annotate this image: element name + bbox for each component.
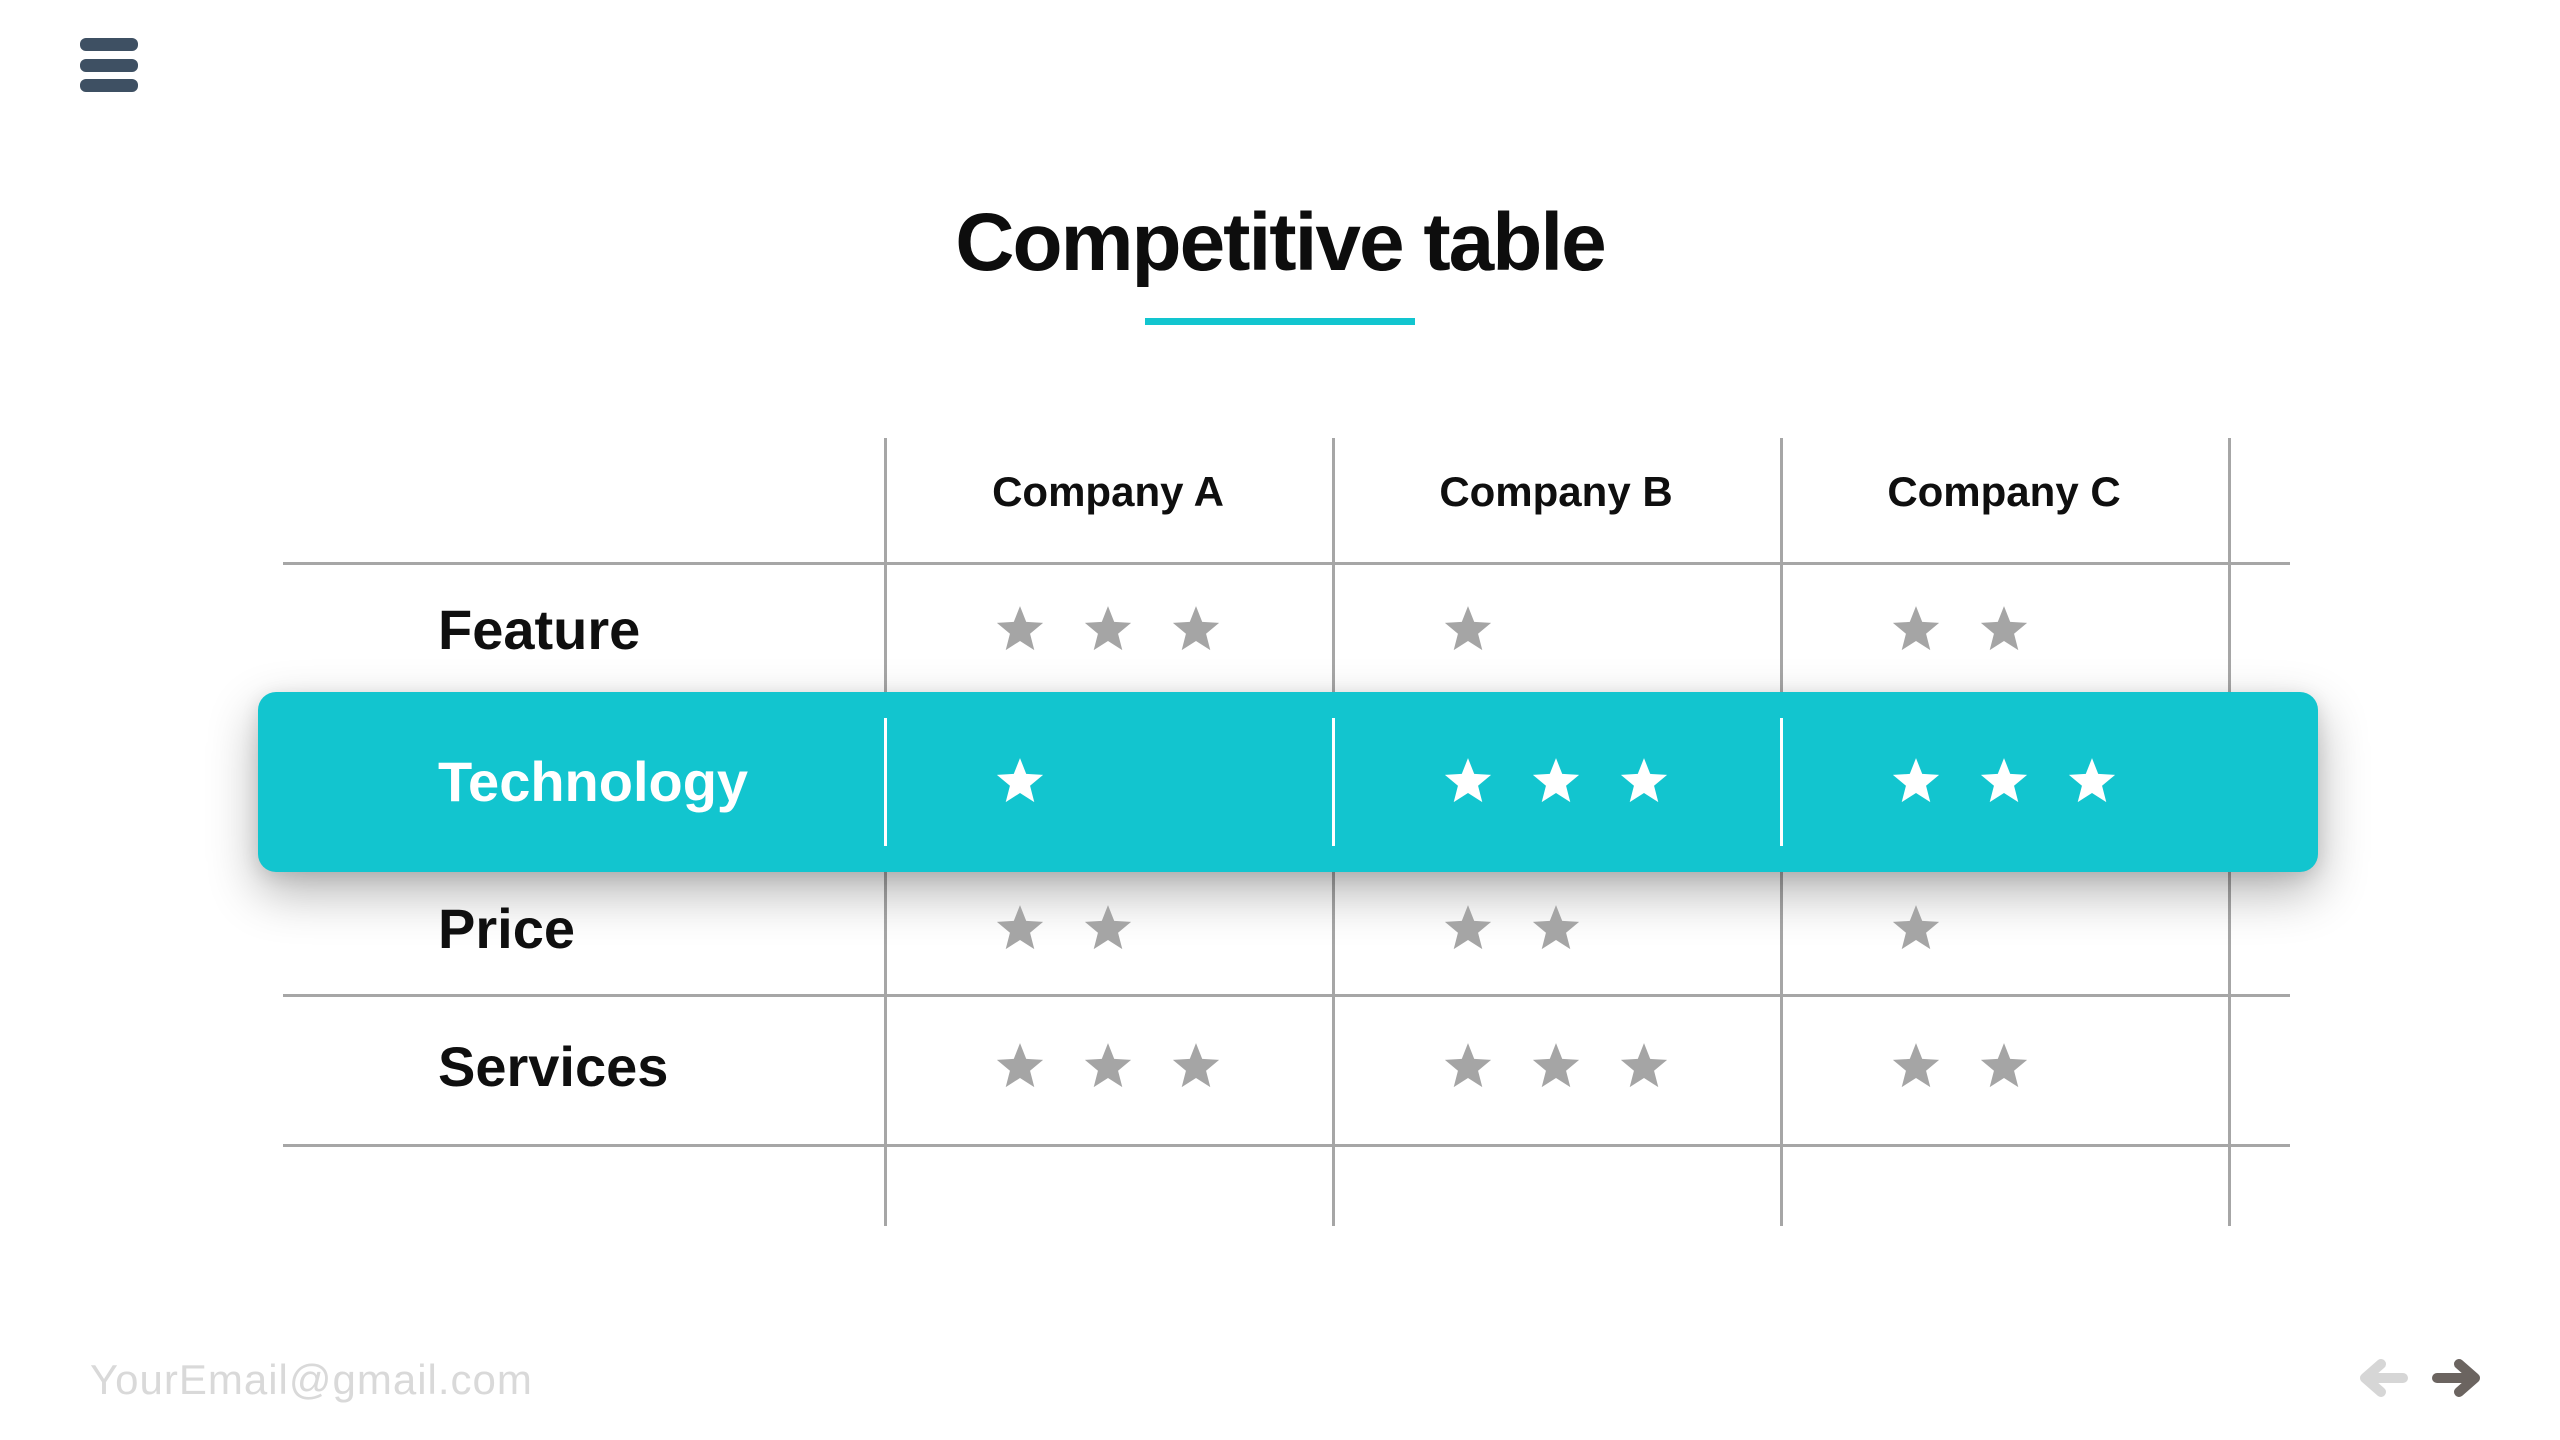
star-icon-slot [1152,1039,1240,1095]
table-grid-hline [283,994,2290,997]
star-icon [1532,905,1580,950]
star-icon-slot [1960,1039,2048,1095]
star-icon-slot [2048,754,2136,810]
empty-star-slot [2048,901,2136,957]
star-icon-slot [1064,901,1152,957]
star-icon [1892,758,1940,803]
star-icon [1980,606,2028,651]
star-icon [2068,758,2116,803]
star-icon [1084,606,1132,651]
star-icon-slot [1960,754,2048,810]
star-icon-slot [976,602,1064,658]
band-divider [1780,718,1783,846]
next-slide-button[interactable] [2432,1356,2480,1400]
empty-star-slot [1152,754,1240,810]
rating-technology-company-a [976,754,1240,810]
star-icon-slot [1872,602,1960,658]
star-icon [1444,758,1492,803]
star-icon [1532,758,1580,803]
star-icon [1980,1043,2028,1088]
star-icon [1532,1043,1580,1088]
row-label-feature: Feature [438,598,641,661]
star-icon-slot [1424,754,1512,810]
arrow-right-icon [2432,1359,2480,1397]
star-icon [1892,905,1940,950]
rating-price-company-c [1872,901,2136,957]
empty-star-slot [1600,901,1688,957]
table-grid-hline [283,1144,2290,1147]
star-icon-slot [1064,1039,1152,1095]
star-icon-slot [1152,602,1240,658]
rating-services-company-a [976,1039,1240,1095]
previous-slide-button[interactable] [2360,1356,2408,1400]
empty-star-slot [1152,901,1240,957]
star-icon-slot [1600,1039,1688,1095]
star-icon [1892,606,1940,651]
empty-star-slot [2048,1039,2136,1095]
star-icon [1980,758,2028,803]
star-icon [1444,606,1492,651]
star-icon-slot [976,901,1064,957]
hamburger-icon [80,38,138,51]
empty-star-slot [1960,901,2048,957]
arrow-left-icon [2360,1359,2408,1397]
band-divider [884,718,887,846]
star-icon-slot [976,1039,1064,1095]
hamburger-menu-button[interactable] [80,38,138,92]
highlighted-row-band [258,692,2318,872]
star-icon [1892,1043,1940,1088]
row-label-services: Services [438,1035,669,1098]
rating-feature-company-a [976,602,1240,658]
band-divider [1332,718,1335,846]
star-icon [1084,905,1132,950]
star-icon-slot [1872,754,1960,810]
empty-star-slot [1064,754,1152,810]
star-icon-slot [1872,1039,1960,1095]
row-label-technology: Technology [438,750,749,813]
rating-services-company-c [1872,1039,2136,1095]
empty-star-slot [1600,602,1688,658]
footer-email: YourEmail@gmail.com [90,1356,533,1403]
star-icon [996,606,1044,651]
title-underline [1145,318,1415,325]
star-icon [1172,606,1220,651]
star-icon-slot [1424,602,1512,658]
rating-technology-company-b [1424,754,1688,810]
empty-star-slot [1512,602,1600,658]
star-icon [1172,1043,1220,1088]
rating-feature-company-c [1872,602,2136,658]
page-title: Competitive table [955,197,1606,288]
star-icon-slot [1424,1039,1512,1095]
column-header-company-a: Company A [992,468,1224,515]
star-icon-slot [1872,901,1960,957]
star-icon-slot [1512,754,1600,810]
empty-star-slot [2048,602,2136,658]
star-icon-slot [1960,602,2048,658]
star-icon-slot [1600,754,1688,810]
table-grid-hline [283,562,2290,565]
star-icon [1620,758,1668,803]
star-icon [996,758,1044,803]
rating-services-company-b [1424,1039,1688,1095]
rating-price-company-b [1424,901,1688,957]
star-icon [1620,1043,1668,1088]
star-icon [1444,1043,1492,1088]
column-header-company-b: Company B [1439,468,1673,515]
star-icon-slot [1512,901,1600,957]
star-icon [1444,905,1492,950]
star-icon [996,905,1044,950]
star-icon [1084,1043,1132,1088]
star-icon-slot [1064,602,1152,658]
rating-price-company-a [976,901,1240,957]
star-icon-slot [1512,1039,1600,1095]
star-icon-slot [976,754,1064,810]
rating-feature-company-b [1424,602,1688,658]
star-icon-slot [1424,901,1512,957]
column-header-company-c: Company C [1887,468,2121,515]
star-icon [996,1043,1044,1088]
rating-technology-company-c [1872,754,2136,810]
row-label-price: Price [438,897,575,960]
